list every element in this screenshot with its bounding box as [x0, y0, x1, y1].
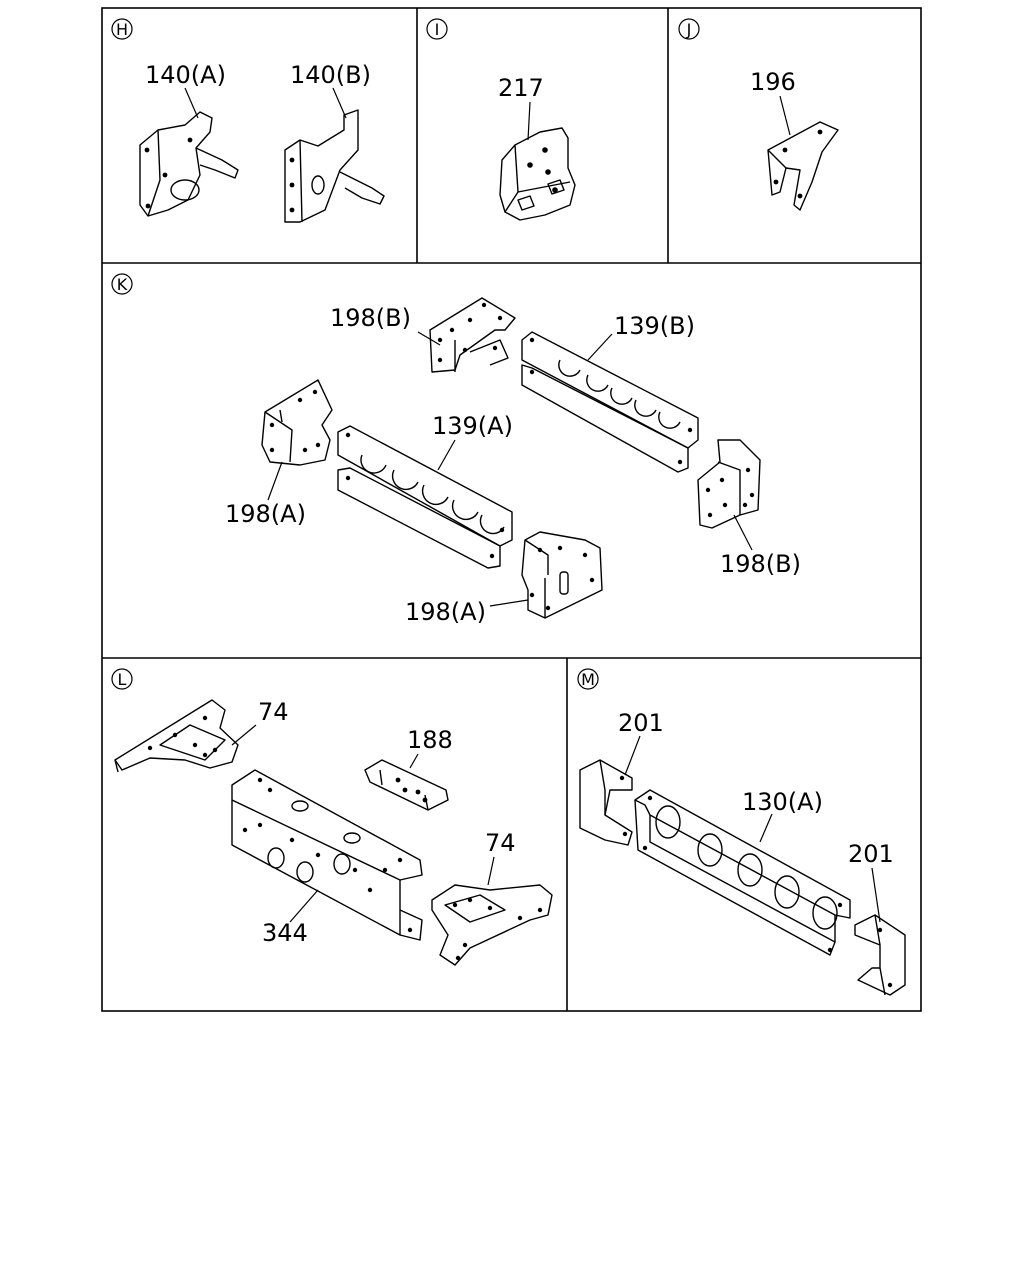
part-140a: [139, 111, 239, 217]
part-74-top: [114, 699, 239, 773]
part-201-top: [579, 759, 633, 846]
panel-letter-badge: L: [111, 668, 133, 690]
part-344: [231, 769, 423, 941]
part-130a: [634, 789, 851, 956]
callout-344: 344: [262, 919, 308, 947]
callout-201-bottom: 201: [848, 840, 894, 868]
part-139a: [337, 425, 513, 569]
part-198a-left: [261, 379, 333, 466]
callout-188: 188: [407, 726, 453, 754]
panel-letter-m: M: [581, 670, 595, 689]
callout-198b-right: 198(B): [720, 550, 801, 578]
callout-140b: 140(B): [290, 61, 371, 89]
part-201-bottom: [854, 914, 906, 996]
callout-130a: 130(A): [742, 788, 823, 816]
panel-h: H 140(A) 140(B): [111, 18, 385, 223]
callout-201-top: 201: [618, 709, 664, 737]
callout-198a-bottom: 198(A): [405, 598, 486, 626]
panel-l: L 74 188 74 344: [111, 668, 553, 966]
callout-139b: 139(B): [614, 312, 695, 340]
callout-196: 196: [750, 68, 796, 96]
panel-letter-l: L: [118, 670, 127, 689]
panel-m: M 201 130(A) 201: [577, 668, 906, 996]
part-196: [767, 121, 839, 211]
panel-j: J 196: [678, 18, 839, 211]
panel-letter-j: J: [686, 20, 692, 39]
part-217: [499, 127, 576, 221]
part-139b: [521, 331, 699, 473]
callout-198a-left: 198(A): [225, 500, 306, 528]
part-74-right: [431, 884, 553, 966]
diagram-frame: [101, 7, 922, 1012]
panel-letter-badge: M: [577, 668, 599, 690]
callout-74-top: 74: [258, 698, 289, 726]
part-188: [364, 759, 449, 811]
part-198a-bottom: [521, 531, 603, 619]
callout-217: 217: [498, 74, 544, 102]
callout-140a: 140(A): [145, 61, 226, 89]
callout-139a: 139(A): [432, 412, 513, 440]
panel-k: K 198(B) 139(B) 139(A) 198(A) 198(B) 198…: [111, 273, 801, 626]
panel-letter-badge: J: [678, 18, 700, 40]
panel-letter-h: H: [116, 20, 128, 39]
panel-letter-badge: K: [111, 273, 133, 295]
part-198b-right: [697, 439, 761, 529]
panel-letter-badge: H: [111, 18, 133, 40]
panel-i: I 217: [426, 18, 576, 221]
panel-letter-k: K: [117, 275, 128, 294]
part-140b: [284, 109, 385, 223]
panel-letter-i: I: [435, 20, 440, 39]
part-198b-top: [429, 297, 516, 373]
callout-198b-top: 198(B): [330, 304, 411, 332]
callout-74-right: 74: [485, 829, 516, 857]
panel-letter-badge: I: [426, 18, 448, 40]
